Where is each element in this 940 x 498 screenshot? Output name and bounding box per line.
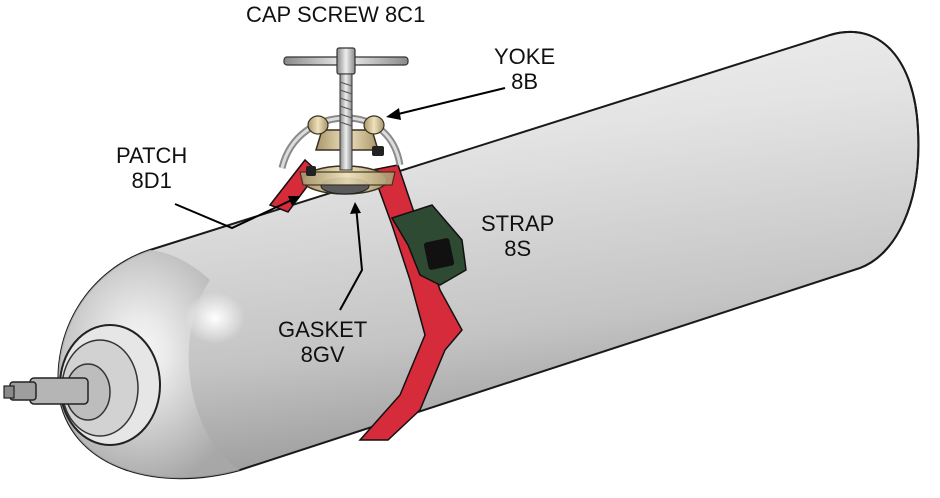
strap-label-line1: STRAP (481, 211, 555, 236)
cap-screw-label: CAP SCREW 8C1 (246, 2, 425, 27)
cylinder-valve (3, 324, 161, 446)
patch-label: PATCH 8D1 (116, 143, 187, 193)
yoke-label-line1: YOKE (494, 44, 556, 69)
cap-screw-label-line1: CAP SCREW 8C1 (246, 2, 426, 27)
yoke-leader (389, 87, 506, 117)
patch-arrowhead (288, 196, 300, 206)
gasket-label-line2: 8GV (300, 342, 345, 367)
cap-screw (283, 47, 409, 171)
patch-and-gasket (299, 146, 396, 195)
yoke-label: YOKE 8B (494, 44, 555, 94)
leader-lines (174, 87, 506, 311)
patch-label-line2: 8D1 (131, 168, 172, 193)
strap-label: STRAP 8S (481, 211, 554, 261)
gasket-label-line1: GASKET (278, 317, 368, 342)
yoke-arrowhead (386, 108, 401, 120)
gasket-label: GASKET 8GV (278, 317, 367, 367)
strap-label-line2: 8S (504, 236, 532, 261)
patch-label-line1: PATCH (116, 143, 188, 168)
gasket-arrowhead (350, 202, 361, 214)
strap-buckle (390, 204, 467, 286)
gasket-leader (339, 205, 364, 311)
patch-leader (174, 197, 297, 230)
yoke-label-line2: 8B (511, 69, 539, 94)
